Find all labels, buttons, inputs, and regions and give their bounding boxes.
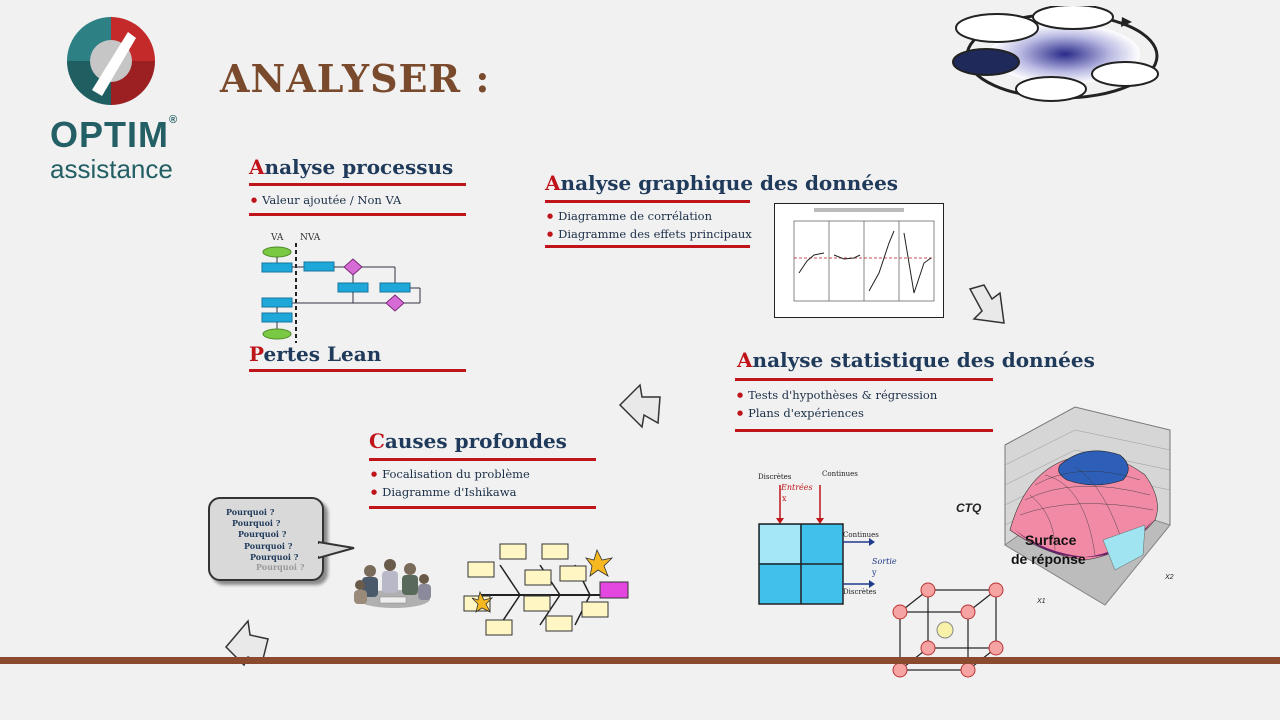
io-label-y: y [872, 568, 877, 577]
list-item: Diagramme de corrélation [547, 208, 752, 226]
va-label: VA [271, 233, 284, 243]
list-item: Tests d'hypothèses & régression [737, 387, 937, 405]
flow-arrow-icon [968, 284, 1005, 324]
surface-ctq-label: CTQ [956, 501, 982, 515]
surface-label-line1: Surface [1025, 532, 1077, 548]
section-title-graphique: Analyse graphique des données [545, 171, 899, 195]
io-label-sortie: Sortie [872, 557, 897, 566]
surface-axis-x2: X2 [1165, 574, 1174, 581]
main-effects-plot-thumbnail [774, 203, 944, 318]
divider [735, 378, 993, 381]
list-item: Valeur ajoutée / Non VA [251, 192, 401, 210]
bullet-list-causes: Focalisation du problème Diagramme d'Ish… [371, 466, 530, 502]
why-line: Pourquoi ? [226, 507, 275, 517]
why-line: Pourquoi ? [232, 518, 281, 528]
why-line: Pourquoi ? [250, 552, 299, 562]
list-item: Diagramme des effets principaux [547, 226, 752, 244]
logo-brand: OPTIM [50, 114, 169, 155]
response-surface-plot [1004, 406, 1171, 606]
divider [735, 429, 993, 432]
divider [545, 200, 750, 203]
io-label-entrees: Entrées [781, 483, 813, 492]
list-item: Plans d'expériences [737, 405, 937, 423]
section-title-statistique: Analyse statistique des données [737, 348, 1095, 372]
logo-registered: ® [169, 114, 179, 126]
divider [249, 213, 466, 216]
bubble-tail-icon [318, 540, 355, 560]
io-label-continues-right: Continues [843, 531, 879, 539]
surface-label-line2: de réponse [1011, 551, 1086, 567]
divider [249, 183, 466, 186]
logo-tagline: assistance [50, 154, 173, 184]
section-title-causes: Causes profondes [369, 429, 567, 453]
io-matrix-diagram [758, 485, 875, 605]
nva-label: NVA [300, 233, 321, 243]
surface-axis-x1: X1 [1037, 598, 1046, 605]
bottom-bar [0, 657, 1280, 664]
bullet-list-graphique: Diagramme de corrélation Diagramme des e… [547, 208, 752, 244]
section-title-processus: Analyse processus [249, 155, 454, 179]
io-label-x: x [782, 494, 787, 503]
page-title: ANALYSER : [220, 56, 491, 101]
io-label-discretes-right: Discrètes [843, 588, 877, 596]
team-meeting-icon [354, 559, 431, 608]
list-item: Diagramme d'Ishikawa [371, 484, 530, 502]
divider [249, 369, 466, 372]
logo: OPTIM® assistance [40, 8, 190, 184]
why-line: Pourquoi ? [256, 562, 305, 572]
process-flow-diagram [261, 243, 421, 343]
cycle-diagram-icon [952, 6, 1159, 102]
divider [545, 245, 750, 248]
divider [369, 506, 596, 509]
divider [369, 458, 596, 461]
io-label-discretes-top: Discrètes [758, 473, 792, 481]
bullet-list-statistique: Tests d'hypothèses & régression Plans d'… [737, 387, 937, 423]
list-item: Focalisation du problème [371, 466, 530, 484]
doe-cube-icon [892, 582, 1004, 678]
why-speech-bubble: Pourquoi ? Pourquoi ? Pourquoi ? Pourquo… [208, 497, 324, 581]
why-line: Pourquoi ? [238, 529, 287, 539]
logo-emblem-icon [67, 17, 155, 105]
why-line: Pourquoi ? [244, 541, 293, 551]
section-title-lean: Pertes Lean [249, 342, 382, 366]
flow-arrow-icon [618, 383, 661, 429]
ishikawa-diagram [463, 543, 629, 636]
io-label-continues-top: Continues [822, 470, 858, 478]
bullet-list-processus: Valeur ajoutée / Non VA [251, 192, 401, 210]
